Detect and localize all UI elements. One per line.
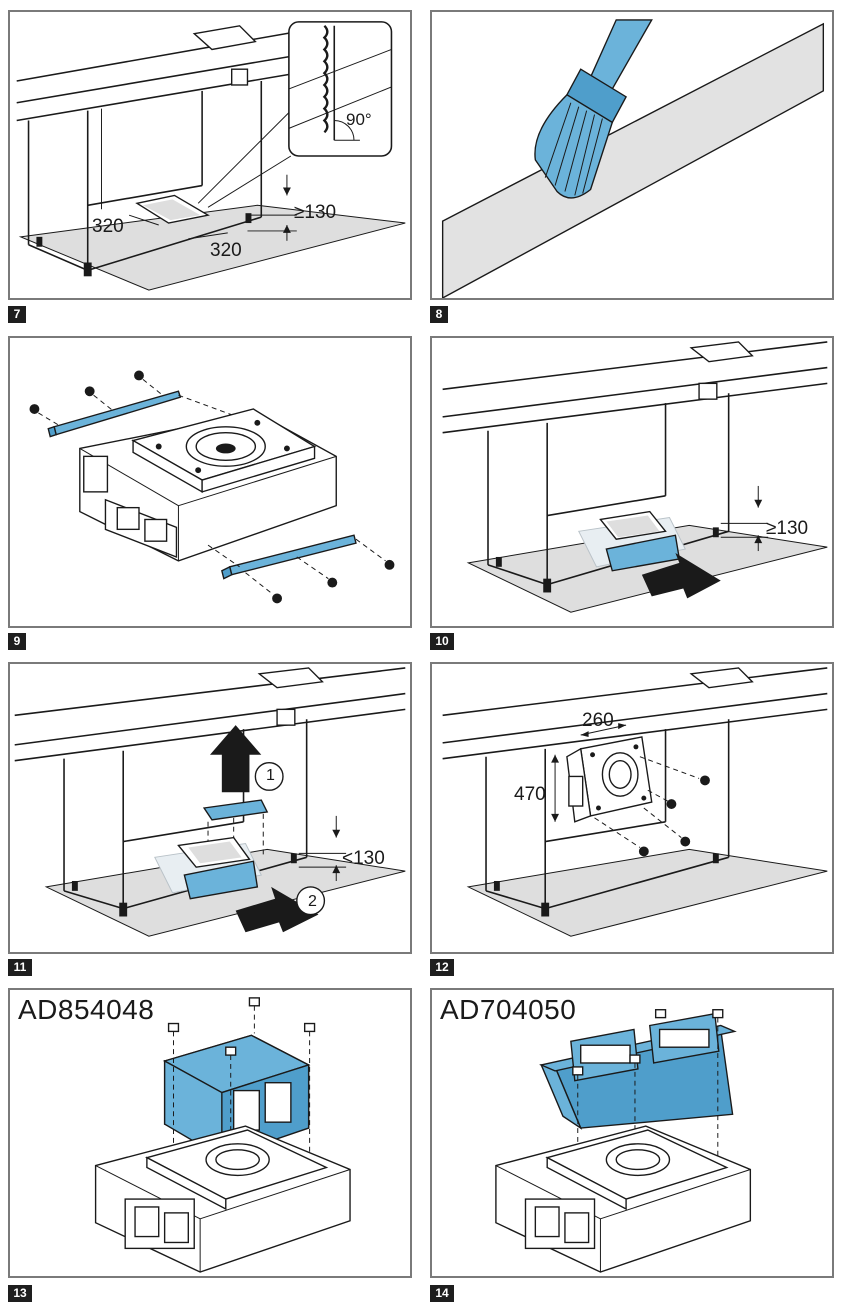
step-8-badge: 8 <box>430 306 448 323</box>
step-9-badge: 9 <box>8 633 26 650</box>
step-9-panel <box>8 336 412 628</box>
step-8-illustration <box>441 19 825 298</box>
step-9-illustration <box>29 370 395 604</box>
step-13-badge: 13 <box>8 1285 32 1302</box>
step-12-badge: 12 <box>430 959 454 976</box>
step-11-panel: 1 2 <130 <box>8 662 412 954</box>
step-7-width-b-label: 320 <box>210 240 242 261</box>
step-7-badge: 7 <box>8 306 26 323</box>
step-7-width-a-label: 320 <box>92 216 124 237</box>
step-10-badge: 10 <box>430 633 454 650</box>
step-12-height-label: 470 <box>514 784 546 805</box>
step-10-illustration <box>442 341 828 613</box>
step-12-panel: 260 470 <box>430 662 834 954</box>
step-7-panel: 90° ≥130 320 320 <box>8 10 412 300</box>
step-13-model-number: AD854048 <box>18 994 155 1025</box>
step-12-illustration <box>442 667 828 937</box>
step-7-depth-label: ≥130 <box>294 202 337 223</box>
step-7-angle-label: 90° <box>346 110 372 129</box>
step-12-width-label: 260 <box>582 710 614 731</box>
step-14-illustration <box>495 1009 752 1273</box>
step-11-depth-label: <130 <box>342 848 385 869</box>
step-13-illustration <box>94 997 351 1273</box>
step-10-panel: ≥130 <box>430 336 834 628</box>
step-13-panel: AD854048 <box>8 988 412 1278</box>
step-8-panel <box>430 10 834 300</box>
step-14-panel: AD704050 <box>430 988 834 1278</box>
step-14-badge: 14 <box>430 1285 454 1302</box>
step-10-depth-label: ≥130 <box>766 518 809 539</box>
step-11-callout-2: 2 <box>308 893 317 910</box>
step-14-model-number: AD704050 <box>440 994 577 1025</box>
step-11-badge: 11 <box>8 959 32 976</box>
step-7-illustration <box>16 21 406 291</box>
step-11-illustration <box>14 667 406 937</box>
step-11-callout-1: 1 <box>266 767 275 784</box>
